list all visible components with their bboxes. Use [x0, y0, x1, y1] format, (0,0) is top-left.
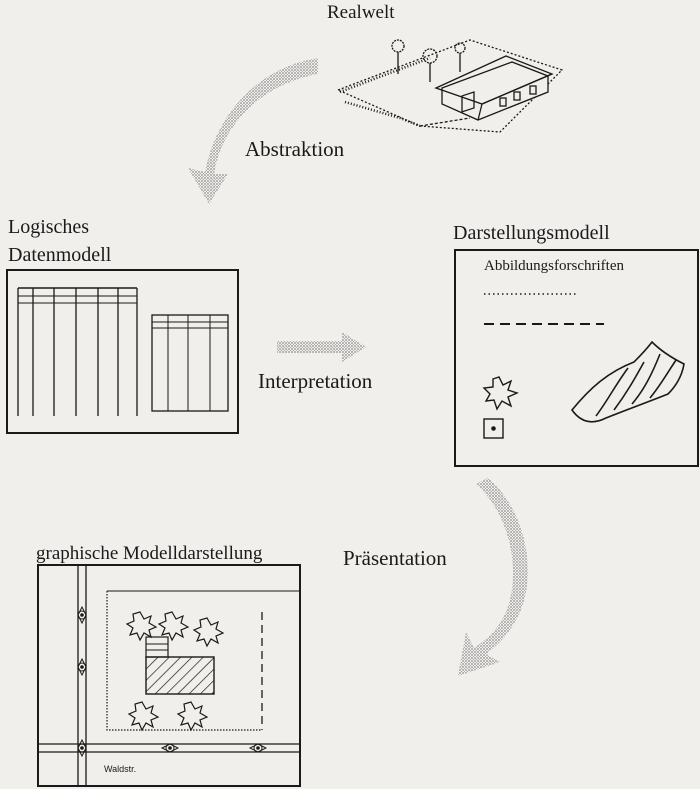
presentation-arrow	[458, 478, 528, 676]
survey-point-icon	[77, 738, 87, 758]
graphic-model-title: graphische Modelldarstellung	[36, 543, 263, 564]
star-symbol-icon	[482, 376, 519, 411]
survey-point-icon	[77, 657, 87, 677]
presentation-model-box	[454, 249, 699, 467]
table-icon	[151, 314, 229, 412]
tree-icon	[422, 48, 438, 82]
logical-model-title-line1: Logisches	[8, 216, 90, 238]
logical-model-title-line2: Datenmodell	[8, 244, 112, 266]
point-symbol-icon	[483, 418, 504, 439]
praesentation-label: Präsentation	[343, 546, 447, 570]
tree-symbol-icon	[125, 611, 225, 732]
survey-point-icon	[77, 605, 87, 625]
tree-icon	[391, 39, 405, 74]
survey-point-icon	[248, 743, 268, 753]
building-icon	[145, 636, 215, 695]
tree-icon	[454, 42, 466, 72]
abstraktion-label: Abstraktion	[245, 137, 345, 161]
logical-data-model-box	[6, 269, 239, 434]
mapping-rules-label: Abbildungsforschriften	[484, 258, 624, 274]
street-name-label: Waldstr.	[104, 764, 137, 774]
graphic-model-map-box	[37, 564, 301, 787]
interpretation-arrow	[277, 332, 366, 362]
presentation-model-title: Darstellungsmodell	[453, 222, 610, 244]
house-illustration	[336, 39, 564, 133]
survey-point-icon	[160, 743, 180, 753]
table-icon	[17, 287, 138, 416]
abstraction-arrow	[188, 58, 318, 204]
realwelt-label: Realwelt	[327, 2, 395, 23]
terrain-patch-icon	[570, 340, 685, 423]
interpretation-label: Interpretation	[258, 369, 373, 393]
